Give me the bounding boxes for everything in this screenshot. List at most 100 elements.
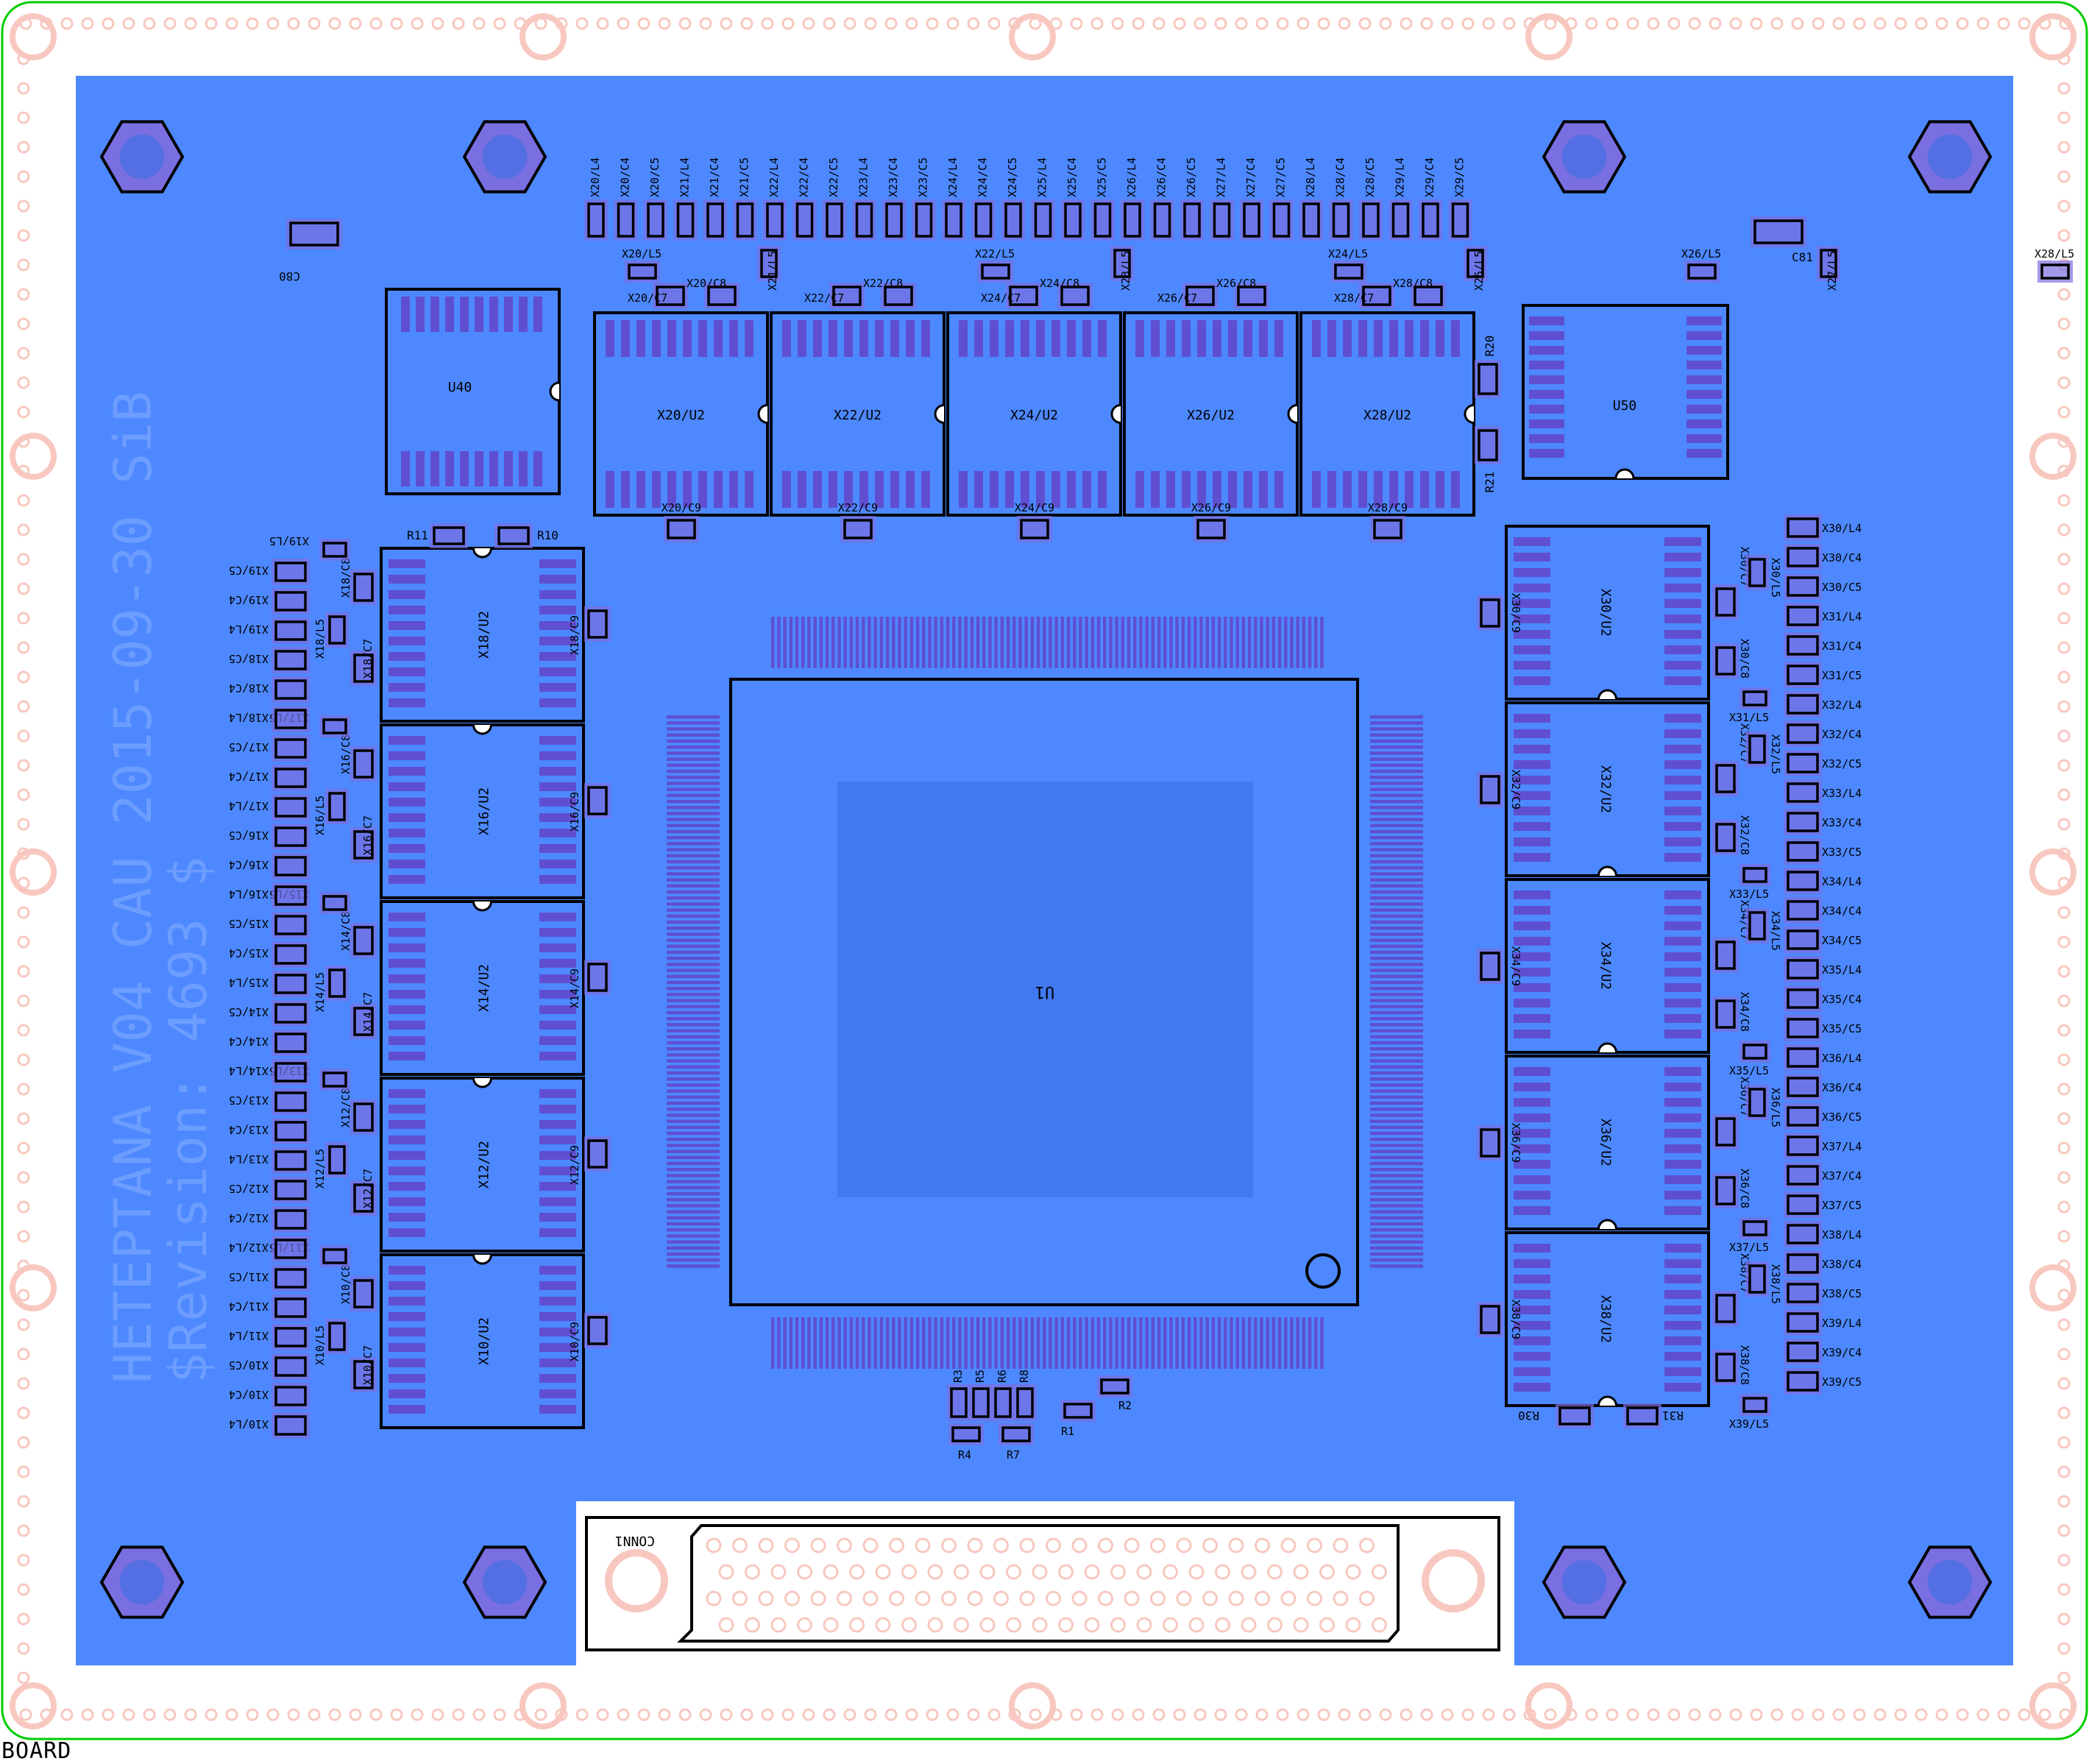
cap-label: X16/C7 [361,815,375,855]
cap-c7 [350,1357,377,1392]
resistor [947,1384,971,1421]
cap-c9 [584,606,611,642]
left-col-label: X10/C5 [229,1359,269,1372]
mounting-hole [1542,1545,1627,1619]
conn1-label: CONN1 [615,1533,655,1548]
right-col-label: X31/L4 [1822,610,1862,623]
l5-label: X39/L5 [1729,1417,1769,1431]
right-col-label: X31/C4 [1822,640,1862,653]
left-col-label: X12/C4 [229,1211,269,1225]
top-row-part [1001,199,1025,241]
left-col-label: X18/C5 [229,652,269,665]
l5-label: X18/L5 [313,619,327,659]
res-r31 [1623,1403,1661,1428]
l5-part [1684,261,1720,283]
left-col-part [272,823,310,850]
res-r11 [430,523,468,548]
left-col-label: X14/C4 [229,1035,269,1048]
right-col-label: X39/L4 [1822,1317,1862,1330]
mounting-hole [1907,120,1993,194]
right-col-label: X30/L4 [1822,522,1862,535]
l5-part [1745,1085,1769,1120]
top-row-label: X27/C5 [1274,157,1288,197]
left-col-part [272,1294,310,1321]
top-row-label: X28/L4 [1304,157,1317,197]
right-col-part [1784,1191,1822,1218]
l5-part [625,261,660,283]
cap-label: X10/C8 [339,1264,352,1304]
right-col-label: X32/C5 [1822,757,1862,771]
left-col-label: X13/C4 [229,1123,269,1136]
mounting-holes [99,120,1993,1619]
cap-c7-c8 [1359,283,1394,309]
l5-label: X21/L5 [766,251,779,291]
top-row-part [614,199,638,241]
left-col-part [272,676,310,703]
cap-label: X24/C7 [981,291,1021,305]
res-r10 [494,523,533,548]
left-col-label: X11/L4 [229,1329,269,1342]
cap-c7-c8 [1234,283,1269,309]
top-row-part [912,199,936,241]
left-col-label: X16/L4 [229,888,269,901]
l5-part [1745,908,1769,943]
cap-c9 [664,516,699,542]
cap-c9 [584,960,611,995]
right-col-part [1784,897,1822,924]
right-col-part [1784,1221,1822,1247]
mounting-hole [1542,120,1627,194]
cap-label: X12/C9 [568,1145,581,1185]
cap-label: X28/C9 [1368,501,1408,514]
left-col-part [272,1265,310,1292]
cap-label: X22/C9 [838,501,878,514]
top-row-label: X27/L4 [1215,157,1228,197]
mounting-hole [1907,1545,1993,1619]
right-col-part [1784,838,1822,865]
left-col-part [272,617,310,644]
left-col-label: X15/C5 [229,917,269,930]
cap-label: X14/C7 [361,992,375,1032]
l5-label: X36/L5 [1769,1088,1782,1127]
left-col-label: X16/C5 [229,829,269,842]
socket-label: X24/U2 [1010,408,1058,423]
cap-label: X38/C9 [1509,1300,1522,1339]
mounting-hole [99,120,185,194]
cap-c8 [350,1099,377,1135]
l5-label: X22/L5 [975,247,1015,261]
left-col-part [272,1383,310,1409]
right-col-label: X36/L4 [1822,1052,1862,1065]
l5-part [757,246,781,281]
top-row-part [823,199,846,241]
cap-c8 [1712,1173,1739,1208]
right-col-part [1784,603,1822,629]
right-col-part [1784,779,1822,806]
socket-label: X30/U2 [1598,589,1614,637]
left-col-label: X10/C4 [229,1388,269,1401]
right-col-label: X30/C4 [1822,551,1862,564]
top-row-part [1269,199,1294,241]
top-row-label: X25/C5 [1096,157,1109,197]
top-row-part [1090,199,1115,241]
top-row-part [1329,199,1353,241]
cap-label: X24/C8 [1040,277,1079,290]
right-col-part [1784,544,1822,570]
top-row-part [1121,199,1144,241]
left-col-part [272,882,310,909]
l5-label: X19/L5 [269,534,309,548]
cap-c7 [1712,584,1739,620]
socket-label: X12/U2 [477,1141,492,1189]
l5-part [325,612,349,648]
left-col-part [272,706,310,732]
cap-c9 [1477,949,1503,984]
l5-label: X33/L5 [1729,888,1769,901]
right-col-part [1784,1368,1822,1395]
board-name: BOARD [1,1738,72,1764]
res-r4 [948,1423,984,1445]
part-label: R11 [407,528,428,542]
l5-label: X35/L5 [1729,1064,1769,1077]
right-col-label: X34/C5 [1822,934,1862,947]
cap-label: X26/C7 [1157,291,1197,305]
right-col-label: X37/C4 [1822,1169,1862,1183]
